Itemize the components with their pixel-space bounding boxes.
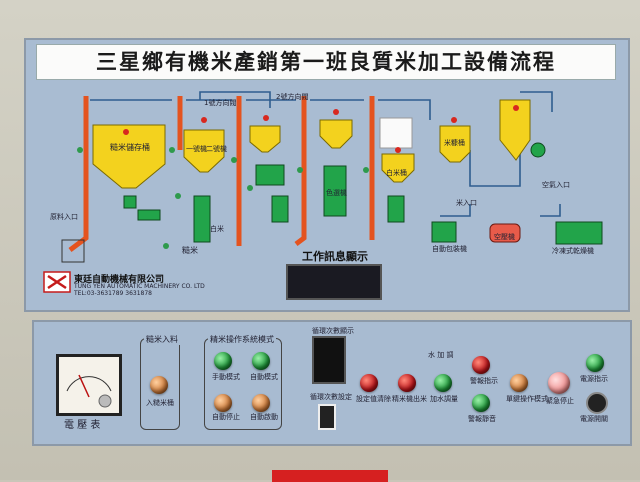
power-switch-label: 電源開關 [580,415,608,423]
huller-hopper-shape [183,129,225,173]
auto-start-label: 自動啟動 [250,413,278,421]
white-rice-tank-label: 白米桶 [386,169,407,177]
auto-stop-button[interactable] [214,394,232,412]
brown-rice-conveyor-shape [123,195,137,209]
alarm-light [472,356,490,374]
air-inlet-label: 空氣入口 [542,181,570,189]
direction-valve-1-label: 1號方向閥 [204,99,237,107]
title-strip: 三星鄉有機米產銷第一班良質米加工設備流程 [36,44,616,80]
power-switch[interactable] [586,392,608,414]
power-light [586,354,604,372]
company-tel: TEL:03-3631789 3631878 [74,290,152,297]
voltmeter-dial-icon [66,374,112,408]
message-display [286,264,382,300]
paddy-silo-shape [92,124,166,189]
display-label: 工作訊息顯示 [302,250,368,263]
company-name-en: TUNG YEN AUTOMATIC MACHINERY CO. LTD [74,283,205,290]
rice-out-button[interactable] [398,374,416,392]
company-name: 東廷自動機械有限公司 [74,275,165,285]
auto-pack-label: 自動包裝機 [432,245,467,253]
white-rice-label: 白米 [210,225,224,233]
color-sorter-hopper-shape [319,119,353,149]
cyclone-shape [499,99,531,161]
company-logo [43,271,71,293]
direction-valve-2-label: 2號方向閥 [276,93,309,101]
stone-remover-machine-shape [255,164,285,186]
voltmeter-label: 電 壓 表 [64,420,101,431]
fan-shape [530,142,546,158]
panel-title: 三星鄉有機米產銷第一班良質米加工設備流程 [96,49,556,74]
dryer-shape [555,221,603,245]
rice-milling-machine-shape [193,195,211,243]
paddy-silo-label: 糙米儲存桶 [110,143,150,152]
auto-packing-shape [431,221,457,243]
white-indicator-panel [379,117,413,149]
cycle-set-switch[interactable] [318,404,336,430]
paddy-intake-shape [61,239,85,263]
brown-rice-label: 糙米 [182,246,198,255]
auto-mode-button[interactable] [252,352,270,370]
air-compressor-shape [489,223,521,243]
set-clear-button[interactable] [360,374,378,392]
auto-stop-label: 自動停止 [212,413,240,421]
bran-tank-label: 米糠桶 [444,139,465,147]
cycle-count-display [312,336,346,384]
rice-input-button-label: 入糙米桶 [146,399,174,407]
color-sorter-label: 色選機 [326,189,347,197]
water-adjust-title: 水 加 調 [428,351,454,359]
alarm-light-label: 警報指示 [470,377,498,385]
manual-mode-label: 手動模式 [212,373,240,381]
rice-out-label: 精米機出米 [392,395,427,403]
white-rice-tank-shape [381,153,415,183]
bran-mode-button[interactable] [510,374,528,392]
bran-tank-shape [439,125,471,163]
cycle-set-label: 循環次數設定 [310,393,352,401]
brown-rice-outlet-shape [137,209,161,221]
rice-input-button[interactable] [150,376,168,394]
power-light-label: 電源指示 [580,375,608,383]
machine-1-label: 一號機 [186,145,207,153]
rice-input-group-label: 糙米入料 [144,334,180,345]
set-clear-label: 設定值清除 [356,395,391,403]
auto-start-button[interactable] [252,394,270,412]
air-compressor-label: 空壓機 [494,233,515,241]
ops-mode-group-label: 精米操作系統模式 [208,334,276,345]
polisher-shape [271,195,289,223]
stone-remover-shape [249,125,281,153]
alarm-silence-label: 警報靜音 [468,415,496,423]
manual-mode-button[interactable] [214,352,232,370]
voltmeter [56,354,122,416]
add-water-knob[interactable] [434,374,452,392]
auto-mode-label: 自動模式 [250,373,278,381]
color-sorter-shape [323,165,347,217]
emergency-stop-label: 緊急停止 [546,397,574,405]
bottom-red-plate [272,470,388,482]
add-water-label: 加水調量 [430,395,458,403]
alarm-silence-button[interactable] [472,394,490,412]
cycle-display-label: 循環次數顯示 [312,327,354,335]
packing-scale-shape [387,195,405,223]
emergency-stop-button[interactable] [548,372,570,394]
rice-inlet-label: 米入口 [456,199,477,207]
bran-mode-label: 單鍵操作模式 [506,395,548,403]
dryer-label: 冷凍式乾燥機 [552,247,594,255]
machine-2-label: 二號機 [206,145,227,153]
paddy-inlet-label: 原料入口 [50,213,78,221]
